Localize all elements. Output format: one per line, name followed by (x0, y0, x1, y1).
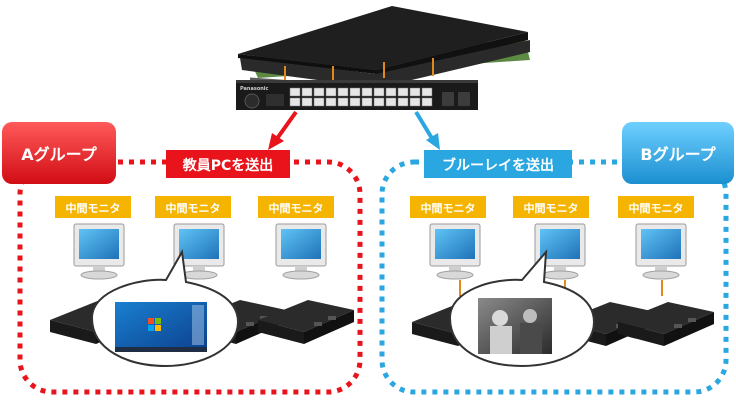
group-a-frame (17, 159, 363, 395)
group-a-label: Aグループ (21, 145, 97, 164)
arrow-to-group-b (414, 110, 440, 150)
monitor-tag-a2: 中間モニタ (155, 196, 231, 218)
ethernet-port (385, 97, 397, 107)
power-button-icon (244, 93, 260, 109)
group-b-action: ブルーレイを送出 (442, 157, 554, 174)
ethernet-port (397, 87, 409, 97)
ethernet-port (289, 87, 301, 97)
monitor-icon (275, 223, 327, 280)
group-a-action-tag: 教員PCを送出 (166, 150, 290, 178)
monitor-tag-label: 中間モニタ (66, 201, 121, 215)
group-b-label: Bグループ (640, 145, 716, 164)
monitor-tag-b2: 中間モニタ (513, 196, 589, 218)
ethernet-port (301, 97, 313, 107)
monitor-tag-a3: 中間モニタ (258, 196, 334, 218)
bubble-group-a (90, 248, 240, 368)
ethernet-port (337, 97, 349, 107)
network-switch: Panasonic (236, 6, 530, 110)
windows-logo-icon (148, 318, 161, 331)
ethernet-port (349, 97, 361, 107)
ethernet-port (325, 87, 337, 97)
ethernet-port (361, 97, 373, 107)
group-a-label-box: Aグループ (2, 122, 116, 184)
ethernet-port (385, 87, 397, 97)
group-b-frame (379, 159, 729, 395)
monitor-tag-label: 中間モニタ (629, 201, 684, 215)
ethernet-port (301, 87, 313, 97)
ethernet-port (421, 87, 433, 97)
monitor-icon (73, 223, 125, 280)
monitor-tag-a1: 中間モニタ (55, 196, 131, 218)
ethernet-port (289, 97, 301, 107)
ethernet-port (409, 87, 421, 97)
group-b-action-tag: ブルーレイを送出 (424, 150, 572, 178)
arrow-to-group-a (268, 110, 298, 150)
group-a-action: 教員PCを送出 (183, 157, 274, 174)
ethernet-port (337, 87, 349, 97)
monitor-icon (635, 223, 687, 280)
ethernet-port (313, 97, 325, 107)
ethernet-port (397, 97, 409, 107)
ethernet-port (421, 97, 433, 107)
monitor-icon (173, 223, 225, 280)
monitor-tag-b1: 中間モニタ (410, 196, 486, 218)
monitor-tag-label: 中間モニタ (166, 201, 221, 215)
ethernet-port (373, 97, 385, 107)
receiver-unit (258, 300, 354, 344)
ethernet-port (349, 87, 361, 97)
monitor-tag-label: 中間モニタ (524, 201, 579, 215)
bubble-group-b (448, 249, 596, 368)
group-b-label-box: Bグループ (622, 122, 734, 184)
ethernet-port (313, 87, 325, 97)
monitor-icon (429, 223, 481, 280)
monitor-tag-label: 中間モニタ (269, 201, 324, 215)
receiver-unit (618, 302, 714, 346)
switch-brand: Panasonic (240, 86, 269, 92)
ethernet-port (373, 87, 385, 97)
ethernet-port (325, 97, 337, 107)
monitor-tag-label: 中間モニタ (421, 201, 476, 215)
ethernet-port (409, 97, 421, 107)
ethernet-port (361, 87, 373, 97)
switch-lid (238, 6, 528, 70)
port-grid (289, 87, 433, 107)
monitor-tag-b3: 中間モニタ (618, 196, 694, 218)
